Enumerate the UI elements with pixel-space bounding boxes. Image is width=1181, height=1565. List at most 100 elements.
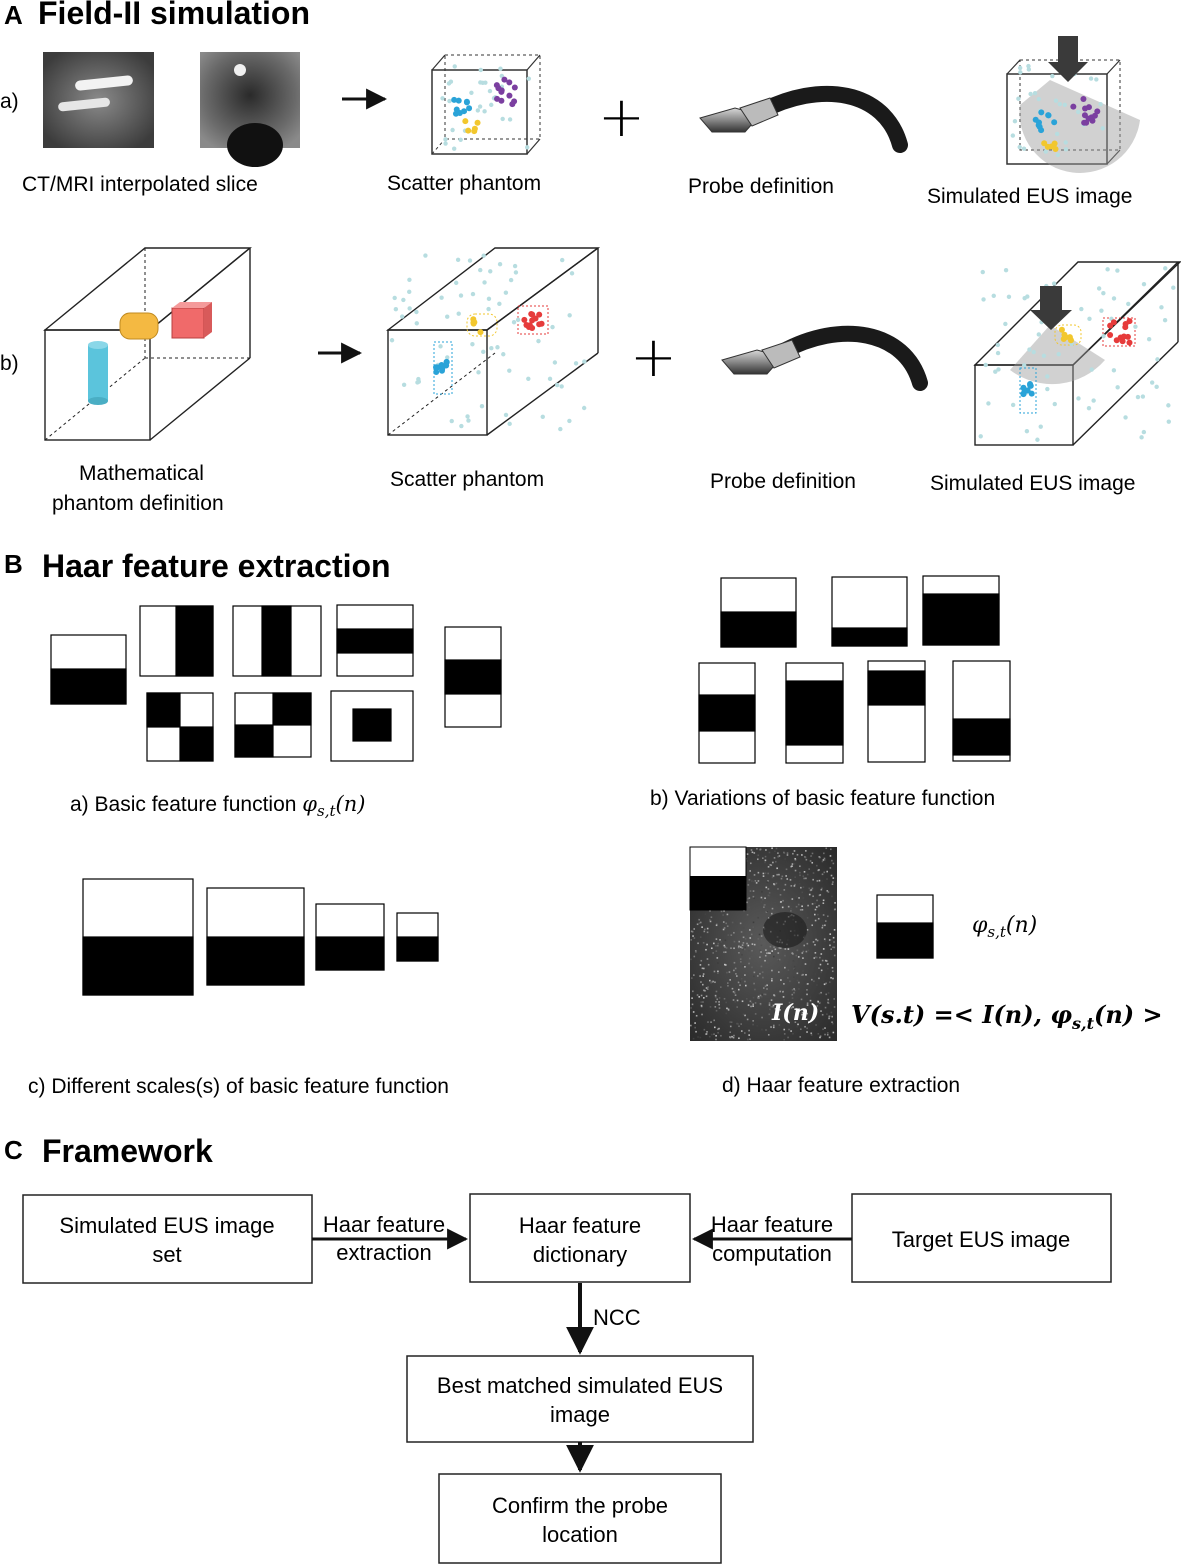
scatter-dot bbox=[480, 80, 485, 85]
panel-c-title: Framework bbox=[42, 1133, 213, 1169]
speckle-grain bbox=[817, 913, 819, 916]
scatter-dot bbox=[440, 96, 445, 101]
speckle-grain bbox=[704, 989, 706, 992]
speckle-grain bbox=[759, 1003, 762, 1006]
speckle-grain bbox=[727, 934, 730, 936]
speckle-grain bbox=[741, 947, 744, 949]
speckle-grain bbox=[772, 1026, 775, 1029]
speckle-grain bbox=[771, 907, 774, 910]
scatter-dot bbox=[1017, 144, 1022, 150]
speckle-grain bbox=[736, 999, 739, 1002]
speckle-grain bbox=[778, 855, 781, 857]
speckle-grain bbox=[833, 1006, 836, 1008]
speckle-grain bbox=[792, 1006, 794, 1008]
speckle-grain bbox=[747, 884, 750, 886]
scatter-dot bbox=[500, 116, 505, 122]
caption-math-phantom-line-2: phantom definition bbox=[52, 492, 224, 515]
scatter-dot bbox=[1115, 268, 1120, 273]
speckle-grain bbox=[803, 871, 806, 873]
speckle-grain bbox=[808, 887, 811, 890]
speckle-grain bbox=[826, 890, 829, 892]
speckle-grain bbox=[776, 873, 778, 876]
scatter-phantom-cube-a bbox=[431, 54, 541, 155]
scatter-dot bbox=[462, 118, 469, 125]
box-best-line-2: image bbox=[550, 1402, 610, 1427]
speckle-grain bbox=[777, 958, 779, 961]
speckle-grain bbox=[718, 1007, 721, 1009]
scatter-dot bbox=[1140, 394, 1146, 399]
phi-label-arg: (n) bbox=[1006, 913, 1037, 938]
speckle-grain bbox=[742, 927, 745, 929]
scatter-dot bbox=[536, 311, 543, 318]
speckle-grain bbox=[811, 1003, 814, 1005]
scatter-dot bbox=[465, 414, 470, 419]
scatter-dot bbox=[1050, 73, 1055, 79]
speckle-grain bbox=[767, 952, 770, 954]
speckle-grain bbox=[809, 999, 812, 1002]
simulated-eus-cube-a bbox=[1006, 36, 1140, 173]
speckle-grain bbox=[729, 979, 731, 981]
speckle-grain bbox=[833, 941, 835, 943]
speckle-grain bbox=[791, 898, 794, 900]
scatter-dot bbox=[443, 359, 450, 366]
speckle-grain bbox=[795, 895, 798, 898]
speckle-grain bbox=[832, 977, 834, 980]
scatter-dot bbox=[1081, 119, 1088, 126]
speckle-grain bbox=[799, 867, 802, 869]
speckle-grain bbox=[789, 879, 792, 881]
scatter-dot bbox=[455, 257, 461, 263]
speckle-grain bbox=[746, 913, 749, 916]
scatter-dot bbox=[1166, 419, 1171, 424]
speckle-grain bbox=[828, 1017, 830, 1020]
speckle-grain bbox=[821, 926, 824, 929]
scatter-dot bbox=[1141, 429, 1147, 435]
speckle-grain bbox=[734, 967, 737, 970]
speckle-grain bbox=[765, 849, 767, 851]
panel-c-letter: C bbox=[4, 1135, 23, 1165]
speckle-grain bbox=[806, 873, 809, 876]
speckle-grain bbox=[767, 1034, 770, 1036]
speckle-grain bbox=[776, 1004, 779, 1006]
speckle-grain bbox=[750, 849, 753, 851]
speckle-grain bbox=[821, 873, 824, 876]
speckle-grain bbox=[808, 1021, 810, 1023]
speckle-grain bbox=[757, 938, 760, 940]
speckle-grain bbox=[728, 971, 731, 973]
speckle-grain bbox=[792, 953, 794, 955]
label-ncc: NCC bbox=[593, 1305, 641, 1330]
speckle-grain bbox=[832, 1022, 834, 1025]
speckle-grain bbox=[786, 878, 789, 880]
speckle-grain bbox=[719, 986, 722, 988]
speckle-grain bbox=[694, 950, 697, 952]
scatter-dot bbox=[1086, 405, 1092, 411]
speckle-grain bbox=[760, 944, 763, 947]
scatter-dot bbox=[507, 368, 512, 373]
speckle-grain bbox=[801, 974, 803, 976]
speckle-grain bbox=[828, 939, 831, 941]
speckle-grain bbox=[801, 891, 804, 894]
speckle-grain bbox=[698, 996, 701, 998]
speckle-grain bbox=[813, 1011, 816, 1013]
speckle-grain bbox=[817, 1032, 820, 1035]
speckle-grain bbox=[698, 918, 701, 921]
scatter-dot bbox=[1141, 281, 1147, 287]
speckle-grain bbox=[815, 1024, 817, 1026]
speckle-grain bbox=[752, 1005, 754, 1007]
speckle-grain bbox=[794, 883, 796, 886]
speckle-grain bbox=[710, 981, 712, 984]
speckle-grain bbox=[726, 1007, 728, 1010]
speckle-grain bbox=[769, 864, 772, 866]
speckle-grain bbox=[764, 959, 766, 962]
box-confirm-line-1: Confirm the probe bbox=[492, 1493, 668, 1518]
speckle-grain bbox=[733, 969, 735, 972]
speckle-grain bbox=[816, 984, 818, 986]
speckle-grain bbox=[779, 990, 782, 993]
speckle-grain bbox=[756, 975, 759, 977]
scatter-dot bbox=[1036, 332, 1041, 337]
box-dictionary-line-1: Haar feature bbox=[519, 1213, 641, 1238]
speckle-grain bbox=[794, 989, 796, 992]
scatter-dot bbox=[497, 301, 502, 307]
scatter-dot bbox=[995, 350, 1001, 356]
caption-probe-definition-b: Probe definition bbox=[710, 470, 856, 493]
speckle-grain bbox=[723, 997, 726, 1000]
